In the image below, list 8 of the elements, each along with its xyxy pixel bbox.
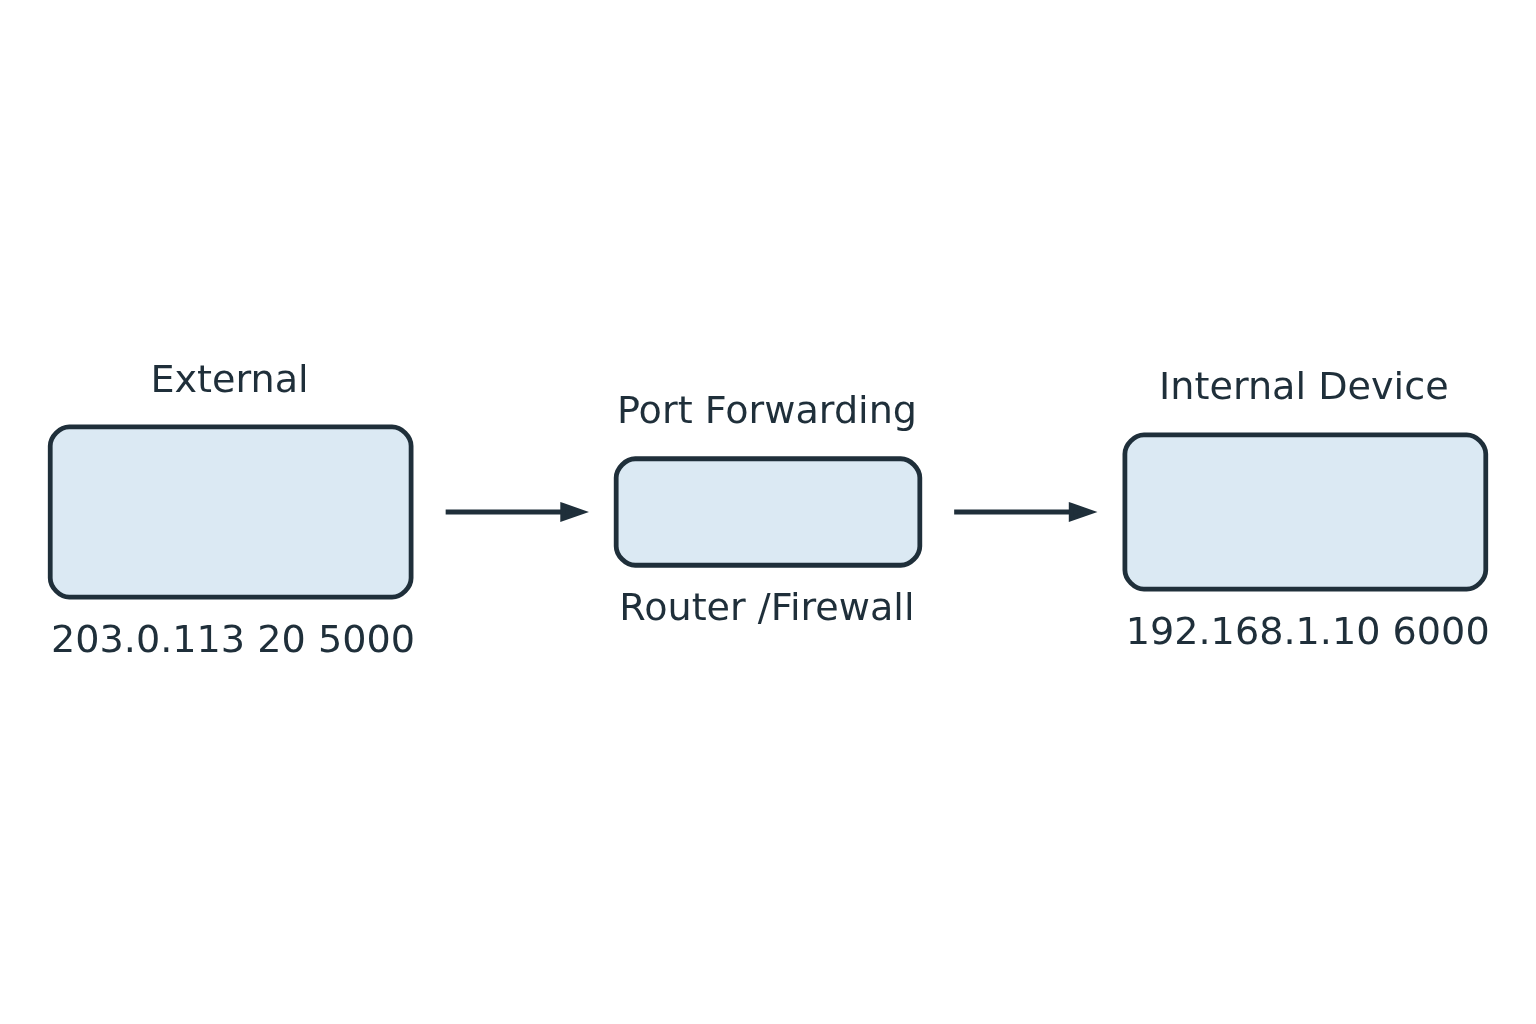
node-label: 192.168.1.10 6000 xyxy=(1125,609,1490,654)
arrow xyxy=(445,501,589,523)
node-label: Internal Device xyxy=(1159,364,1449,409)
arrow xyxy=(954,501,1098,523)
node-label: External xyxy=(150,356,309,401)
node-label: Router /Firewall xyxy=(619,585,915,630)
node-label: 203.0.113 20 5000 xyxy=(51,617,415,662)
node-label: Port Forwarding xyxy=(616,388,918,433)
